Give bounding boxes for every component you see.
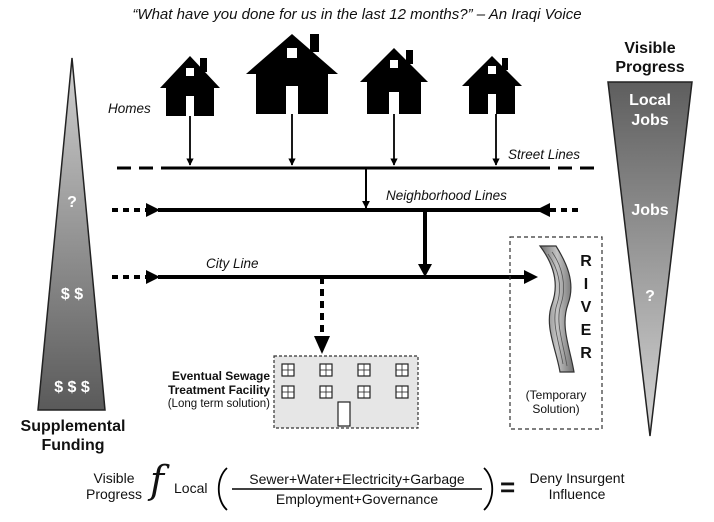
city-line: [112, 270, 538, 284]
visible-progress-line2: Progress: [615, 59, 685, 76]
progress-mark-jobs: Jobs: [631, 202, 669, 219]
house-2-icon: [246, 34, 338, 114]
river-ripples: [547, 251, 568, 367]
formula-equals: =: [500, 472, 516, 502]
river-box: [509, 236, 603, 430]
formula-denominator: Employment+Governance: [275, 491, 439, 507]
temporary-line1: (Temporary: [525, 388, 587, 402]
quote-title: “What have you done for us in the last 1…: [132, 6, 582, 23]
formula-progress: Progress: [85, 486, 143, 502]
formula-result-line1: Deny Insurgent: [529, 470, 625, 486]
river-letter-r2: R: [580, 345, 592, 362]
river-letter-i: I: [583, 276, 589, 293]
street-lines-label: Street Lines: [508, 147, 581, 162]
sewage-label-line2: Treatment Facility: [167, 383, 270, 397]
house-3-icon: [360, 48, 428, 114]
house-drop-arrows: [186, 114, 500, 166]
river-letter-v: V: [580, 299, 592, 316]
progress-mark-local-jobs: Local Jobs: [610, 91, 690, 131]
funding-mark-two-dollar: $ $: [60, 286, 84, 303]
visible-progress-title: Visible Progress: [600, 39, 700, 77]
homes-label: Homes: [108, 101, 151, 116]
supplemental-funding-title: Supplemental Funding: [0, 417, 146, 455]
river-letters: R I V E R: [578, 250, 594, 365]
temporary-line2: Solution): [532, 402, 580, 416]
city-to-facility-arrow: [314, 277, 330, 354]
neighborhood-line: [112, 203, 578, 217]
formula-result-line2: Influence: [548, 486, 606, 502]
river-letter-e: E: [580, 322, 592, 339]
temporary-solution-label: (Temporary Solution): [512, 388, 600, 416]
river-icon: [538, 245, 575, 373]
formula-local: Local: [174, 480, 208, 496]
neighborhood-lines-label: Neighborhood Lines: [386, 188, 507, 203]
supplemental-line2: Funding: [41, 437, 105, 454]
sewage-facility-building: [273, 355, 419, 429]
sewage-facility-label: Eventual Sewage Treatment Facility (Long…: [142, 369, 270, 411]
neighborhood-to-city-arrow: [418, 210, 432, 277]
formula-function-symbol: f: [150, 458, 165, 502]
progress-triangle: [607, 81, 693, 437]
formula-brackets: [217, 467, 494, 511]
house-1-icon: [160, 56, 220, 116]
sewage-label-line1: Eventual Sewage: [171, 369, 270, 383]
progress-mark-local: Local: [629, 92, 671, 109]
funding-triangle: [37, 57, 106, 411]
formula-visible: Visible: [93, 470, 135, 486]
progress-mark-local-jobs-line: Jobs: [631, 112, 669, 129]
progress-mark-question: ?: [645, 288, 655, 305]
formula-numerator: Sewer+Water+Electricity+Garbage: [249, 471, 465, 487]
formula-left: Visible Progress: [78, 470, 150, 502]
river-letter-r1: R: [580, 253, 592, 270]
city-line-label: City Line: [206, 256, 259, 271]
funding-mark-question: ?: [67, 194, 77, 211]
formula-result: Deny Insurgent Influence: [522, 470, 632, 502]
house-4-icon: [462, 56, 522, 114]
supplemental-line1: Supplemental: [20, 418, 126, 435]
funding-mark-three-dollar: $ $ $: [54, 379, 90, 396]
visible-progress-line1: Visible: [624, 40, 676, 57]
sewage-label-line3: (Long term solution): [167, 398, 270, 410]
